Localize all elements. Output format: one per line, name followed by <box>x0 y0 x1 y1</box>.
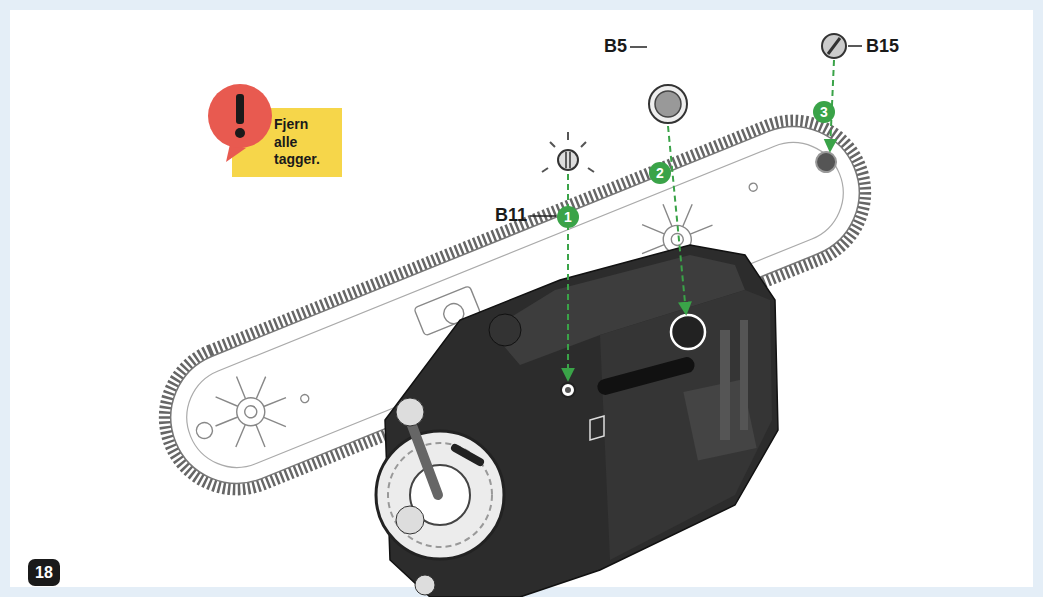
screw-b15 <box>822 34 846 58</box>
leader-lines <box>530 46 862 216</box>
part-label: B11 <box>495 205 527 226</box>
number-text: 18 <box>35 565 53 581</box>
step-number: 18 <box>28 559 60 586</box>
screw-b11 <box>542 132 594 172</box>
warning-note: Fjern alle tagger. <box>232 108 342 177</box>
callout-number: 3 <box>813 101 835 123</box>
insert-arrows <box>568 60 834 379</box>
motor-housing <box>376 245 778 597</box>
note-text: Fjern alle tagger. <box>274 116 334 169</box>
callout-number: 2 <box>649 162 671 184</box>
number-text: 3 <box>820 105 828 119</box>
callout-number: 1 <box>557 206 579 228</box>
part-label: B5 <box>604 36 627 57</box>
number-text: 2 <box>656 166 664 180</box>
bushing-b5 <box>649 85 687 123</box>
number-text: 1 <box>564 210 572 224</box>
part-label: B15 <box>866 36 899 57</box>
